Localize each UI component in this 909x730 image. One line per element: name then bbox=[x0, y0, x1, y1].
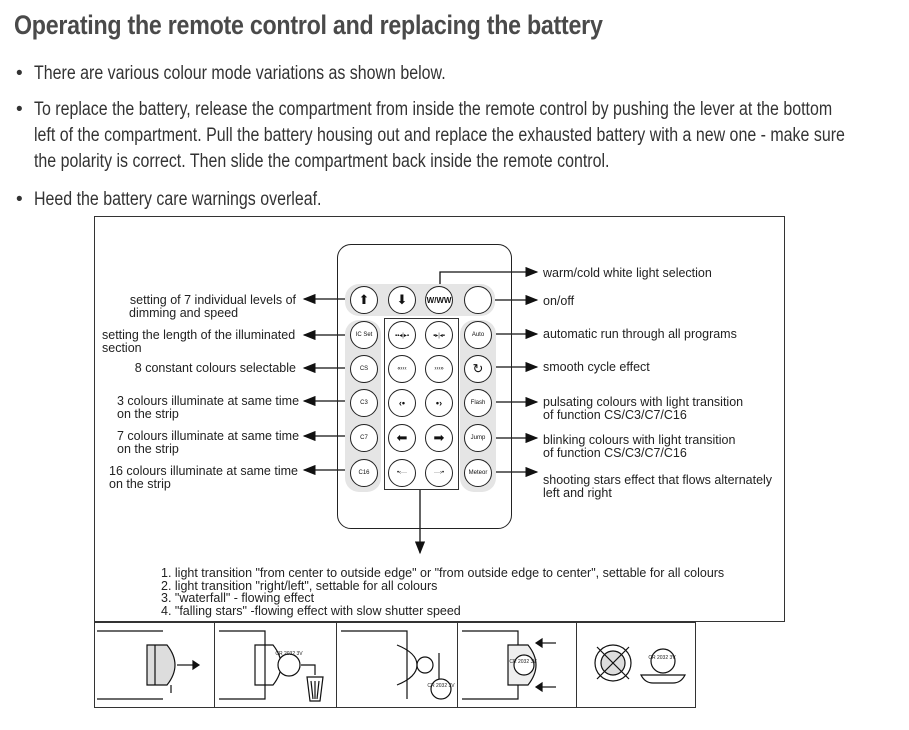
flash-button[interactable]: Flash bbox=[464, 389, 492, 417]
battery-step-3-illustration bbox=[341, 630, 452, 700]
label-on-off: on/off bbox=[543, 294, 575, 308]
power-button[interactable] bbox=[464, 286, 492, 314]
battery-label-step-4: CR 2032 3V bbox=[509, 659, 537, 665]
page-title: Operating the remote control and replaci… bbox=[14, 10, 603, 40]
auto-button[interactable]: Auto bbox=[464, 321, 492, 349]
label-constant-colours: 8 constant colours selectable bbox=[134, 361, 296, 375]
center-out-button[interactable]: ▪▪◂|▸▪ bbox=[388, 321, 416, 349]
transition-notes: 1. light transition "from center to outs… bbox=[161, 566, 725, 618]
waterfall-left-button[interactable]: «‹‹‹ bbox=[388, 355, 416, 383]
c7-button[interactable]: C7 bbox=[350, 424, 378, 452]
out-center-button[interactable]: ▪▸|◂▪ bbox=[425, 321, 453, 349]
brightness-down-button[interactable]: ⬇ bbox=[388, 286, 416, 314]
meteor-button[interactable]: Meteor bbox=[464, 459, 492, 487]
warm-white-button[interactable]: W/WW bbox=[425, 286, 453, 314]
label-smooth-cycle: smooth cycle effect bbox=[543, 360, 650, 374]
battery-step-5-warning bbox=[576, 622, 696, 708]
remote-control-body bbox=[337, 244, 512, 529]
waterfall-right-button[interactable]: ›››» bbox=[425, 355, 453, 383]
battery-step-1 bbox=[94, 622, 215, 708]
label-auto-run: automatic run through all programs bbox=[543, 327, 737, 341]
brightness-up-button[interactable]: ⬆ bbox=[350, 286, 378, 314]
left-arrow-button[interactable]: ⬅ bbox=[388, 424, 416, 452]
battery-step-3 bbox=[336, 622, 458, 708]
transition-left-button[interactable]: ‹• bbox=[388, 389, 416, 417]
battery-label-step-5: CR 2032 3V bbox=[648, 655, 676, 661]
smooth-cycle-button[interactable]: ↻ bbox=[464, 355, 492, 383]
label-shooting-stars: shooting stars effect that flows alterna… bbox=[543, 473, 773, 500]
battery-step-5-illustration bbox=[594, 644, 686, 684]
battery-step-1-illustration bbox=[97, 630, 201, 700]
label-warm-cold: warm/cold white light selection bbox=[543, 266, 712, 280]
battery-label-step-2: CR 2032 3V bbox=[275, 651, 303, 657]
battery-step-4 bbox=[457, 622, 577, 708]
remote-diagram-frame bbox=[94, 216, 785, 622]
battery-step-2-illustration bbox=[219, 630, 324, 702]
battery-step-4-illustration bbox=[462, 630, 556, 700]
battery-step-2 bbox=[214, 622, 337, 708]
right-arrow-button[interactable]: ➡ bbox=[425, 424, 453, 452]
ic-set-button[interactable]: IC Set bbox=[350, 321, 378, 349]
center-button-frame bbox=[384, 318, 459, 490]
battery-label-step-3: CR 2032 3V bbox=[427, 683, 455, 689]
c16-button[interactable]: C16 bbox=[350, 459, 378, 487]
c3-button[interactable]: C3 bbox=[350, 389, 378, 417]
jump-button[interactable]: Jump bbox=[464, 424, 492, 452]
transition-right-button[interactable]: •› bbox=[425, 389, 453, 417]
falling-left-button[interactable]: •‹··· bbox=[388, 459, 416, 487]
cs-button[interactable]: CS bbox=[350, 355, 378, 383]
falling-right-button[interactable]: ···›• bbox=[425, 459, 453, 487]
